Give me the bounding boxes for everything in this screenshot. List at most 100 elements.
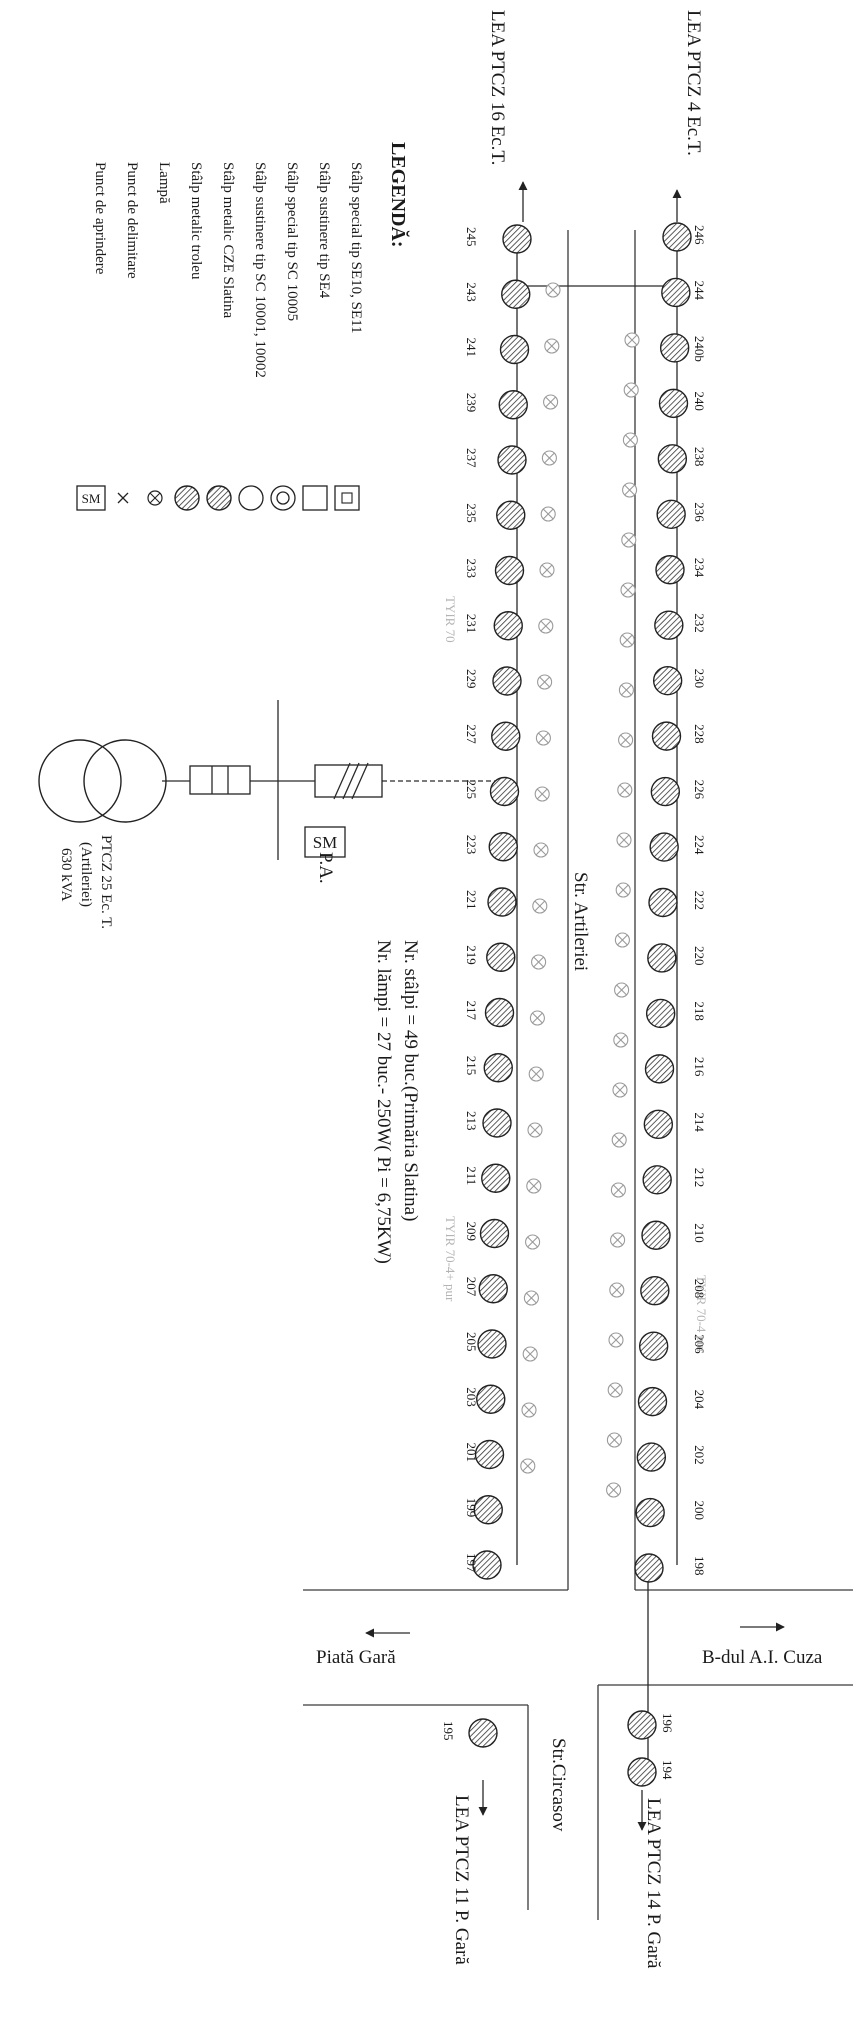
pole: 213 bbox=[464, 1108, 512, 1138]
pole-number: 204 bbox=[692, 1390, 707, 1410]
pole-number: 212 bbox=[692, 1168, 707, 1188]
pole-hatched-circle bbox=[647, 943, 677, 973]
pole-hatched-circle bbox=[661, 277, 691, 308]
legend-cross-icon bbox=[117, 492, 129, 504]
lamp-icon bbox=[541, 450, 557, 466]
transformer-winding-1 bbox=[83, 739, 167, 823]
legend-title: LEGENDĂ: bbox=[387, 142, 411, 248]
pole-hatched-circle bbox=[654, 610, 684, 640]
pole-number: 235 bbox=[464, 503, 479, 523]
pole: 241 bbox=[464, 334, 530, 365]
pole-hatched-circle bbox=[491, 721, 521, 751]
pole-hatched-circle bbox=[658, 388, 689, 419]
pole-number: 231 bbox=[464, 614, 479, 634]
pole-hatched-circle bbox=[637, 1386, 668, 1417]
pole-number: 220 bbox=[692, 946, 707, 966]
pole: 230 bbox=[652, 665, 707, 696]
pole-hatched-circle bbox=[651, 721, 682, 751]
legend-item: Stâlp metalic CZE Slatina bbox=[206, 162, 236, 511]
pole-hatched-circle bbox=[481, 1163, 511, 1193]
pole-number: 232 bbox=[692, 613, 707, 633]
pole-number: 203 bbox=[464, 1387, 479, 1407]
pole-number: 240b bbox=[692, 336, 707, 362]
pole-hatched-circle bbox=[472, 1550, 502, 1580]
pole-number: 241 bbox=[464, 338, 479, 358]
pole-number: 202 bbox=[692, 1445, 707, 1465]
lamp-icon bbox=[617, 782, 633, 798]
pole-hatched-circle bbox=[479, 1218, 510, 1249]
pole-hatched-circle bbox=[645, 998, 676, 1029]
pole-hatched-circle bbox=[662, 222, 692, 252]
pole: 245 bbox=[464, 224, 532, 254]
pole-number: 196 bbox=[660, 1713, 675, 1733]
switch-slash-1 bbox=[333, 762, 351, 800]
pole-number: 243 bbox=[464, 282, 479, 302]
substation: SM P.A. PTCZ 25 Ec. T. (Artileriei) 630 … bbox=[38, 700, 505, 929]
pole-hatched-circle bbox=[496, 500, 526, 530]
lamp-icon bbox=[521, 1402, 537, 1418]
pole-number: 233 bbox=[464, 559, 479, 579]
pole: 237 bbox=[464, 445, 527, 475]
pole: 200 bbox=[635, 1497, 707, 1528]
summary-block: Nr. stâlpi = 49 buc.(Primăria Slatina) N… bbox=[373, 940, 421, 1264]
lamp-icon bbox=[614, 982, 630, 998]
pole: 214 bbox=[643, 1109, 707, 1140]
pole: 234 bbox=[655, 555, 707, 585]
street-lines bbox=[303, 230, 853, 1920]
pole: 197 bbox=[464, 1550, 502, 1580]
pole-hatched-circle bbox=[627, 1710, 657, 1740]
pole-hatched-circle bbox=[473, 1495, 503, 1525]
lamp-icon bbox=[539, 562, 555, 578]
pole: 235 bbox=[464, 500, 526, 530]
lamp-icon bbox=[623, 382, 639, 398]
pole-number: 238 bbox=[692, 447, 707, 467]
pole-number: 217 bbox=[464, 1001, 479, 1021]
pole: 206 bbox=[638, 1331, 707, 1361]
pole-number: 239 bbox=[464, 393, 479, 413]
legend-item: Stâlp special tip SE10, SE11 bbox=[334, 162, 364, 511]
pole-hatched-circle bbox=[498, 390, 528, 420]
lamp-icon bbox=[544, 338, 560, 354]
lamp-icon bbox=[525, 1234, 541, 1250]
pole: 195 bbox=[441, 1718, 498, 1748]
pole: 240 bbox=[658, 388, 707, 419]
pole: 209 bbox=[464, 1218, 510, 1249]
pole-number: 229 bbox=[464, 669, 479, 689]
legend-item-label: Lampă bbox=[156, 162, 172, 204]
pole: 203 bbox=[464, 1384, 506, 1414]
legend-item: Stâlp sustinere tip SE4 bbox=[302, 162, 332, 511]
legend-item-label: Stâlp sustinere tip SE4 bbox=[316, 162, 332, 299]
wires bbox=[365, 181, 785, 1831]
pole-number: 205 bbox=[464, 1332, 479, 1352]
pole-hatched-circle bbox=[648, 887, 678, 918]
pole-hatched-circle bbox=[650, 776, 681, 807]
pole: 210 bbox=[641, 1220, 707, 1250]
legend-item-label: Punct de delimitare bbox=[124, 162, 140, 279]
cable-type-label-2: TYIR 70-4+ pur bbox=[443, 1216, 458, 1302]
pole: 239 bbox=[464, 390, 528, 420]
svg-text:SM: SM bbox=[313, 833, 338, 852]
lamp-icon bbox=[614, 932, 630, 948]
pole: 232 bbox=[654, 610, 707, 640]
cable-type-label-1: TYIR 70 bbox=[443, 596, 458, 643]
pole-hatched-circle bbox=[478, 1274, 508, 1304]
lamp-icon bbox=[527, 1122, 543, 1138]
legend-item-label: Punct de aprindere bbox=[92, 162, 108, 275]
pole: 198 bbox=[634, 1553, 707, 1583]
pole: 224 bbox=[649, 832, 707, 862]
pole: 238 bbox=[657, 444, 707, 474]
pole-number: 214 bbox=[692, 1112, 707, 1132]
lamp-icon bbox=[609, 1282, 625, 1298]
pole-number: 194 bbox=[660, 1760, 675, 1780]
pole-number: 219 bbox=[464, 945, 479, 965]
lea-ptcz11-label: LEA PTCZ 11 P. Gară bbox=[451, 1795, 472, 1965]
lamp-icon bbox=[522, 1346, 538, 1362]
pole: 244 bbox=[661, 277, 707, 308]
switch-slash-3 bbox=[351, 762, 369, 800]
pole-hatched-circle bbox=[659, 333, 690, 363]
lamp-icon bbox=[520, 1458, 536, 1474]
pole-hatched-circle bbox=[489, 776, 520, 807]
pole: 211 bbox=[464, 1163, 511, 1193]
